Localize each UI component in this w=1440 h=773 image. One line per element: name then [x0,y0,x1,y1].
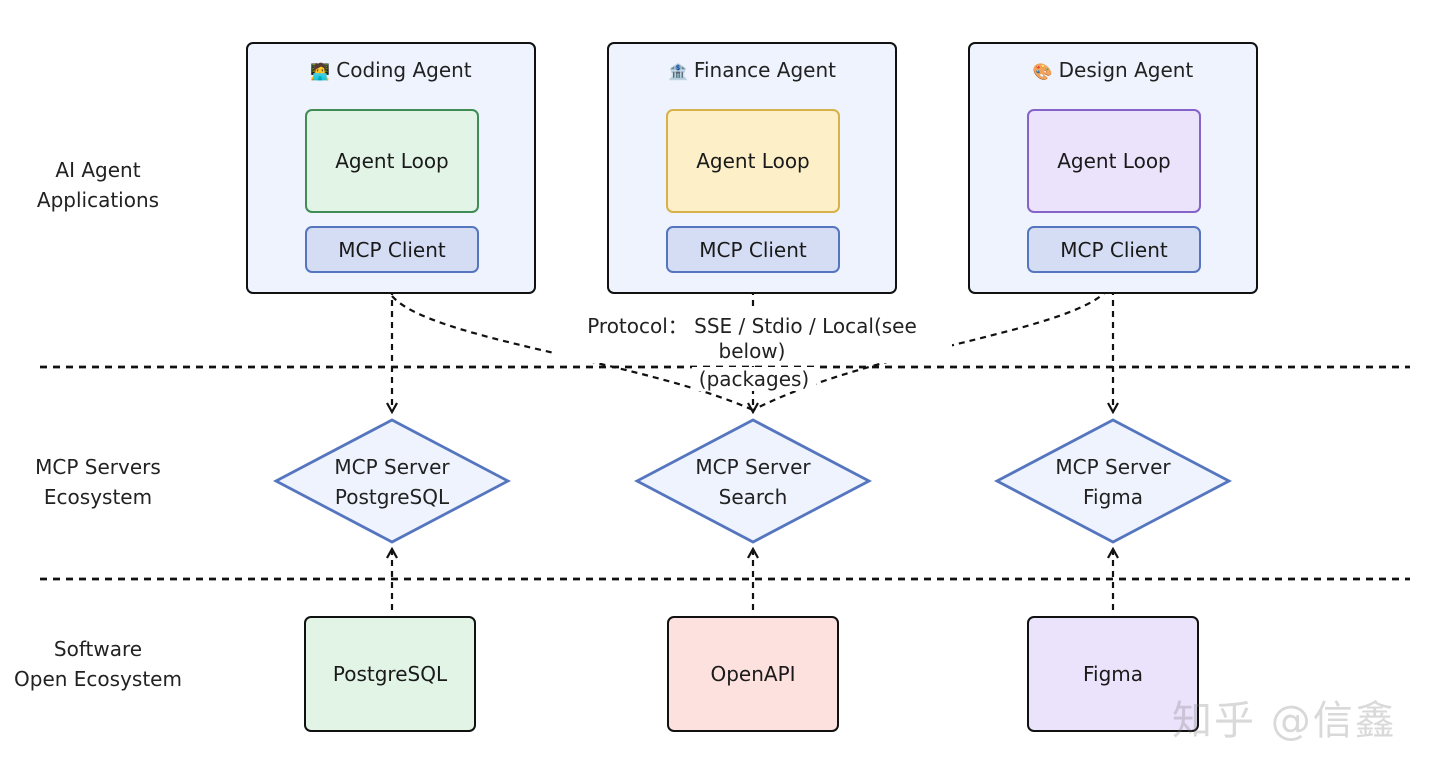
software-box-openapi: OpenAPI [667,616,839,732]
agent-box-design: 🎨 Design Agent Agent Loop MCP Client [968,42,1258,294]
server-label-line2: PostgreSQL [334,485,450,509]
layer-label-mcp-servers: MCP Servers Ecosystem [35,455,161,509]
agent-loop-box: Agent Loop [666,109,840,213]
palette-icon: 🎨 [1032,62,1053,81]
layer-label-agent-apps: AI Agent Applications [36,158,160,212]
server-label-line2: Figma [1082,485,1144,509]
protocol-label: Protocol： SSE / Stdio / Local(see below) [552,310,952,363]
packages-label: (packages) [692,367,816,391]
layer-label-software: Software Open Ecosystem [14,637,182,691]
mcp-server-figma: MCP Server Figma [996,419,1230,543]
agent-title: 🏦 Finance Agent [609,58,895,82]
server-label: MCP Server Search [636,452,870,512]
mcp-server-postgres: MCP Server PostgreSQL [275,419,509,543]
server-label-line2: Search [718,485,788,509]
agent-title: 🎨 Design Agent [970,58,1256,82]
server-label: MCP Server PostgreSQL [275,452,509,512]
server-label: MCP Server Figma [996,452,1230,512]
watermark: 知乎 @信鑫 [1172,698,1397,744]
mcp-client-box: MCP Client [305,226,479,273]
server-label-line1: MCP Server [695,455,811,479]
server-label-line1: MCP Server [1055,455,1171,479]
server-label-line1: MCP Server [334,455,450,479]
agent-loop-box: Agent Loop [305,109,479,213]
mcp-client-box: MCP Client [666,226,840,273]
agent-box-finance: 🏦 Finance Agent Agent Loop MCP Client [607,42,897,294]
bank-icon: 🏦 [668,62,688,81]
technologist-icon: 🧑‍💻 [310,62,331,81]
mcp-client-box: MCP Client [1027,226,1201,273]
software-box-postgres: PostgreSQL [304,616,476,732]
agent-title-text: Finance Agent [693,58,836,82]
agent-loop-box: Agent Loop [1027,109,1201,213]
agent-title-text: Coding Agent [336,58,472,82]
mcp-server-search: MCP Server Search [636,419,870,543]
agent-title-text: Design Agent [1058,58,1194,82]
agent-box-coding: 🧑‍💻 Coding Agent Agent Loop MCP Client [246,42,536,294]
software-box-figma: Figma [1027,616,1199,732]
agent-title: 🧑‍💻 Coding Agent [248,58,534,82]
